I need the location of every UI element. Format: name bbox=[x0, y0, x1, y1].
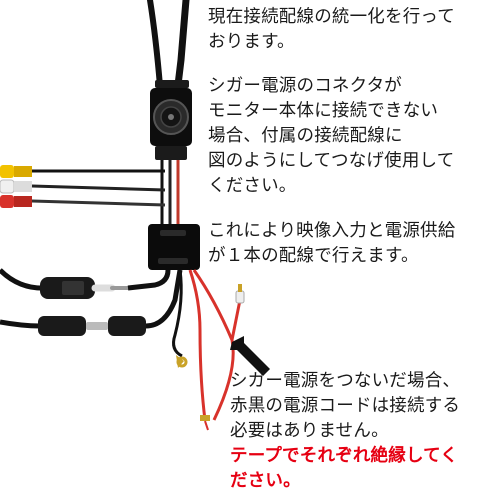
main-cable bbox=[147, 0, 190, 89]
text-line: 必要はありません。 bbox=[230, 421, 389, 441]
junction-box bbox=[148, 224, 200, 270]
text-line: シガー電源をつないだ場合、 bbox=[230, 371, 461, 391]
text-line: 赤黒の電源コードは接続する bbox=[230, 396, 461, 416]
text-line: ください。 bbox=[208, 176, 297, 196]
text-power-note: シガー電源をつないだ場合、 赤黒の電源コードは接続する 必要はありません。 bbox=[230, 369, 460, 444]
text-tape-warning: テープでそれぞれ絶縁してく ださい。 bbox=[230, 444, 458, 494]
text-video-power: これにより映像入力と電源供給 が１本の配線で行えます。 bbox=[208, 219, 455, 269]
rca-plugs bbox=[0, 165, 166, 208]
text-line: 図のようにしてつなげ使用して bbox=[208, 151, 455, 171]
text-line: 現在接続配線の統一化を行って bbox=[208, 7, 455, 27]
text-line: 場合、付属の接続配線に bbox=[208, 126, 403, 146]
text-line: テープでそれぞれ絶縁してく bbox=[230, 446, 458, 466]
text-line: シガー電源のコネクタが bbox=[208, 76, 402, 96]
cigar-plug bbox=[0, 268, 171, 299]
power-wires bbox=[172, 269, 245, 431]
dc-plugs bbox=[0, 269, 183, 336]
text-unify: 現在接続配線の統一化を行って おります。 bbox=[208, 5, 455, 55]
text-line: ださい。 bbox=[230, 471, 301, 491]
text-line: が１本の配線で行えます。 bbox=[208, 246, 419, 266]
round-connector bbox=[150, 80, 192, 160]
text-cigar-instructions: シガー電源のコネクタが モニター本体に接続できない 場合、付属の接続配線に 図の… bbox=[208, 74, 454, 199]
arrow-pointing-to-wires-icon bbox=[230, 336, 270, 376]
text-line: おります。 bbox=[208, 32, 295, 52]
text-line: モニター本体に接続できない bbox=[208, 101, 439, 121]
text-line: これにより映像入力と電源供給 bbox=[208, 221, 456, 241]
